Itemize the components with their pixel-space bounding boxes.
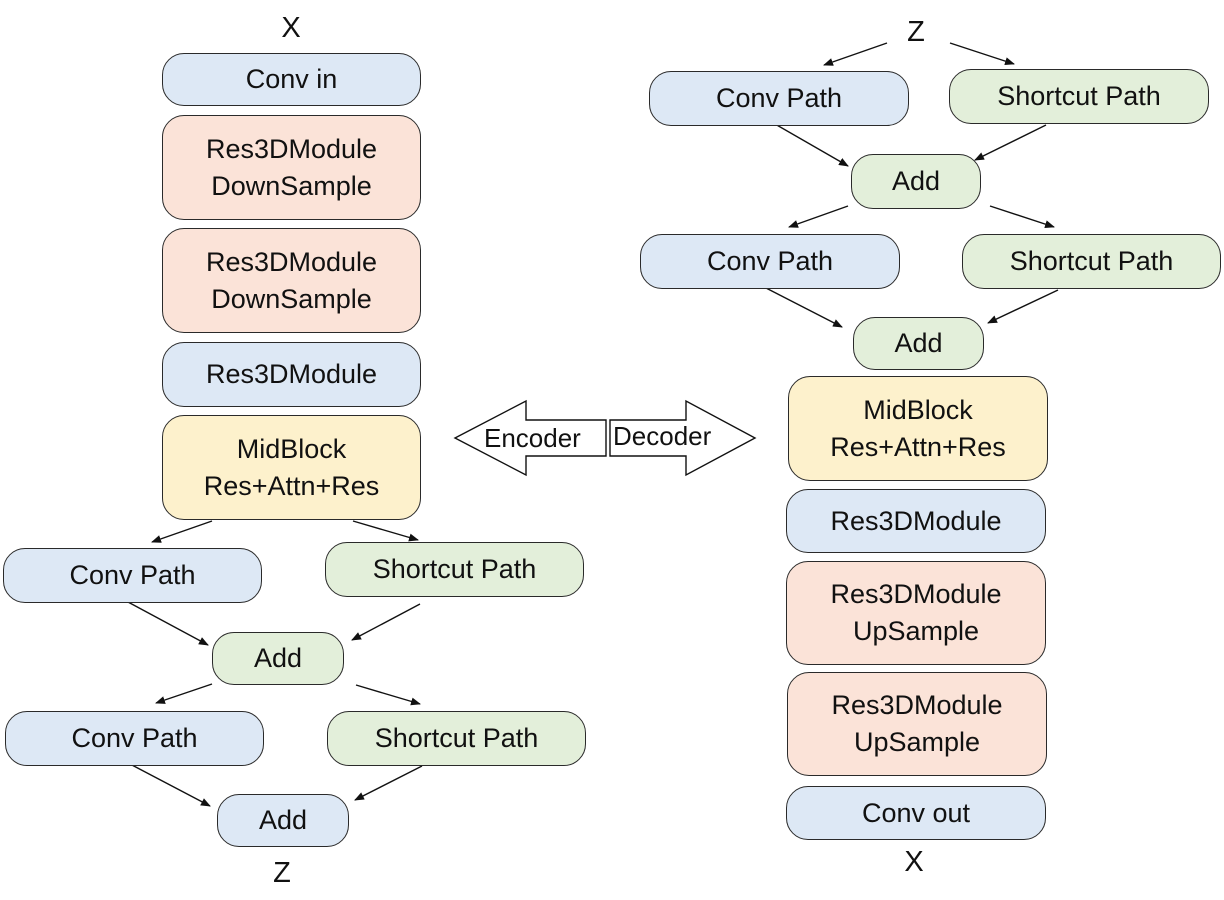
arrow-enc-add1-to-conv <box>155 683 213 704</box>
decoder-output-label: X <box>904 846 924 878</box>
conv-path-label: Conv Path <box>715 83 843 113</box>
decoder-stage2-add: Add <box>853 317 984 370</box>
add-label: Add <box>894 328 943 358</box>
encoder-res3d-label: Res3DModule <box>205 359 378 389</box>
arrow-dec-shortcut2-to-add <box>987 289 1059 324</box>
conv-path-label: Conv Path <box>71 723 198 753</box>
decoder-res3d-module: Res3DModule <box>786 489 1046 553</box>
shortcut-path-label: Shortcut Path <box>372 554 537 584</box>
res-module-label: Res3DModule <box>205 133 378 164</box>
decoder-stage2-conv-path: Conv Path <box>640 234 900 289</box>
upsample-label: UpSample <box>853 727 981 757</box>
decoder-res3d-label: Res3DModule <box>830 505 1002 536</box>
upsample-label: UpSample <box>852 616 980 646</box>
encoder-stage2-add: Add <box>217 794 349 847</box>
decoder-conv-out-label: Conv out <box>861 797 971 828</box>
res-module-label: Res3DModule <box>831 690 1003 720</box>
arrow-dec-conv2-to-add <box>765 287 843 328</box>
arrow-enc-mid-to-conv <box>151 520 213 543</box>
arrow-dec-shortcut1-to-add <box>974 124 1047 161</box>
shortcut-path-label: Shortcut Path <box>1009 246 1174 276</box>
arrow-dec-z-to-conv <box>823 42 888 66</box>
midblock-sub-label: Res+Attn+Res <box>203 470 380 501</box>
midblock-label: MidBlock <box>236 433 347 464</box>
encoder-stage2-shortcut-path: Shortcut Path <box>327 711 586 766</box>
midblock-label: MidBlock <box>863 394 973 425</box>
add-label: Add <box>891 166 941 196</box>
decoder-input-label: Z <box>907 16 925 48</box>
downsample-label: DownSample <box>211 170 372 201</box>
decoder-conv-out: Conv out <box>786 786 1046 840</box>
encoder-label: Encoder <box>484 423 581 453</box>
encoder-stage2-conv-path: Conv Path <box>5 711 264 766</box>
arrow-enc-shortcut2-to-add <box>354 765 423 801</box>
arrow-dec-conv1-to-add <box>774 123 849 167</box>
decoder-label: Decoder <box>613 421 712 451</box>
downsample-label: DownSample <box>211 283 372 314</box>
encoder-conv-in: Conv in <box>162 53 421 106</box>
encoder-output-label: Z <box>273 857 291 889</box>
decoder-stage1-add: Add <box>851 154 981 209</box>
encoder-stage1-shortcut-path: Shortcut Path <box>325 542 584 597</box>
decoder-stage2-shortcut-path: Shortcut Path <box>962 234 1221 289</box>
decoder-stage1-conv-path: Conv Path <box>649 71 909 126</box>
arrow-enc-mid-to-shortcut <box>352 520 419 542</box>
arrow-enc-shortcut1-to-add <box>351 603 421 641</box>
decoder-res-upsample-2: Res3DModule UpSample <box>787 672 1047 776</box>
encoder-conv-in-label: Conv in <box>245 64 338 94</box>
add-label: Add <box>253 643 303 673</box>
midblock-sub-label: Res+Attn+Res <box>830 431 1006 462</box>
arrow-enc-conv2-to-add <box>129 763 211 807</box>
encoder-stage1-add: Add <box>212 632 344 685</box>
res-module-label: Res3DModule <box>205 246 378 277</box>
arrow-dec-add1-to-conv <box>788 205 849 228</box>
conv-path-label: Conv Path <box>706 246 834 276</box>
conv-path-label: Conv Path <box>69 560 196 590</box>
decoder-res-upsample-1: Res3DModule UpSample <box>786 561 1046 665</box>
shortcut-path-label: Shortcut Path <box>374 723 539 753</box>
arrow-dec-z-to-shortcut <box>949 42 1015 65</box>
encoder-stage1-conv-path: Conv Path <box>3 548 262 603</box>
encoder-input-label: X <box>281 12 301 44</box>
arrow-enc-conv1-to-add <box>127 601 209 646</box>
encoder-res-downsample-2: Res3DModule DownSample <box>162 228 421 333</box>
encoder-midblock: MidBlock Res+Attn+Res <box>162 415 421 520</box>
add-label: Add <box>258 805 308 835</box>
encoder-res3d-module: Res3DModule <box>162 342 421 407</box>
arrow-dec-add1-to-shortcut <box>989 205 1055 228</box>
decoder-stage1-shortcut-path: Shortcut Path <box>949 69 1209 124</box>
arrow-enc-add1-to-shortcut <box>355 684 421 706</box>
encoder-res-downsample-1: Res3DModule DownSample <box>162 115 421 220</box>
decoder-midblock: MidBlock Res+Attn+Res <box>788 376 1048 481</box>
shortcut-path-label: Shortcut Path <box>997 81 1161 111</box>
res-module-label: Res3DModule <box>830 579 1002 609</box>
